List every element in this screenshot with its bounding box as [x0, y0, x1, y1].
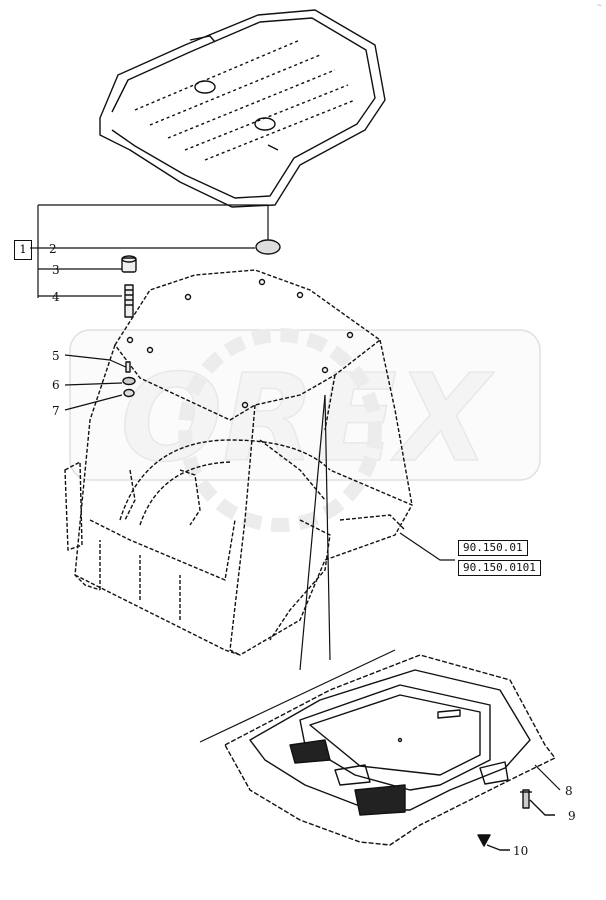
- callout-2: 2: [49, 242, 57, 256]
- watermark-logo: OREX: [69, 328, 541, 532]
- cab-frame: [64, 269, 413, 656]
- group-ref-box: 1: [14, 240, 32, 260]
- callout-3: 3: [52, 263, 60, 277]
- callout-9: 9: [568, 809, 576, 823]
- callout-8: 8: [565, 784, 573, 798]
- callout-6: 6: [52, 378, 60, 392]
- nut-3: [121, 255, 137, 273]
- plug-2: [255, 239, 281, 255]
- leader-bracket: [37, 204, 269, 298]
- watermark-text: OREX: [121, 350, 495, 489]
- roof-panel: [99, 9, 386, 208]
- corner-mark: ~: [596, 2, 602, 9]
- screw-9: [520, 789, 555, 816]
- clip-10: [477, 834, 510, 851]
- washer-6: [122, 376, 136, 386]
- reference-box-2[interactable]: 90.150.0101: [458, 560, 541, 576]
- reference-box-1[interactable]: 90.150.01: [458, 540, 528, 556]
- stud-4: [124, 284, 134, 318]
- callout-7: 7: [52, 404, 60, 418]
- nut-7: [123, 388, 135, 398]
- headliner-panel: [224, 654, 556, 846]
- bolt-5: [125, 361, 131, 373]
- callout-5: 5: [52, 349, 60, 363]
- callout-10: 10: [513, 844, 529, 858]
- frame-holes: [126, 278, 354, 409]
- callout-4: 4: [52, 290, 60, 304]
